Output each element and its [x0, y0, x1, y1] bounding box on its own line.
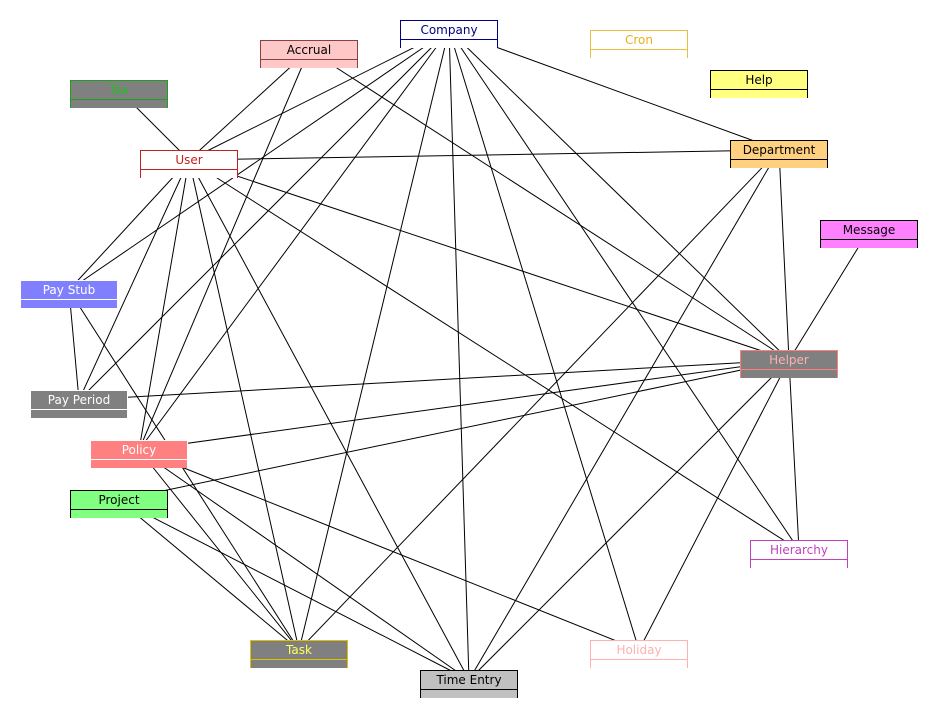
entity-label: Task — [251, 641, 347, 660]
entity-body — [261, 60, 357, 68]
edge-company-paystub — [68, 29, 450, 291]
entity-body — [591, 50, 687, 58]
edge-user-helper — [188, 159, 790, 361]
edge-policy-timeentry — [138, 449, 470, 681]
entity-body — [591, 660, 687, 668]
entity-policy[interactable]: Policy — [90, 440, 188, 468]
edge-helper-hierarchy — [788, 359, 800, 551]
edge-company-department — [448, 29, 780, 151]
entity-label: Hierarchy — [751, 541, 847, 560]
entity-label: Helper — [741, 351, 837, 370]
entity-label: Pay Stub — [21, 281, 117, 300]
entity-label: Project — [71, 491, 167, 510]
entity-help[interactable]: Help — [710, 70, 808, 98]
entity-body — [251, 660, 347, 668]
edge-company-payperiod — [78, 29, 450, 401]
edge-user-hierarchy — [188, 159, 800, 551]
entity-label: Policy — [91, 441, 187, 460]
edge-user-paystub — [68, 159, 190, 291]
edge-accrual-user — [188, 49, 310, 161]
edge-paystub-task — [68, 289, 300, 651]
entity-label: Company — [401, 21, 497, 40]
entity-hierarchy[interactable]: Hierarchy — [750, 540, 848, 568]
entity-body — [71, 510, 167, 518]
entity-cron[interactable]: Cron — [590, 30, 688, 58]
edge-user-task — [188, 159, 300, 651]
entity-body — [821, 240, 917, 248]
edge-company-task — [298, 29, 450, 651]
edge-user-payperiod — [78, 159, 190, 401]
entity-body — [21, 300, 117, 308]
entity-user[interactable]: User — [140, 150, 238, 178]
edge-accrual-policy — [138, 49, 310, 451]
entity-label: Cron — [591, 31, 687, 50]
edge-helper-timeentry — [468, 359, 790, 681]
entity-project[interactable]: Project — [70, 490, 168, 518]
edge-company-user — [188, 29, 450, 161]
entity-company[interactable]: Company — [400, 20, 498, 48]
entity-body — [71, 100, 167, 108]
edge-helper-holiday — [638, 359, 790, 651]
entity-body — [731, 160, 827, 168]
edge-user-timeentry — [188, 159, 470, 681]
entity-tax[interactable]: Tax — [70, 80, 168, 108]
entity-label: Department — [731, 141, 827, 160]
entity-department[interactable]: Department — [730, 140, 828, 168]
edge-policy-task — [138, 449, 300, 651]
edge-helper-policy — [138, 359, 790, 451]
edge-project-timeentry — [118, 499, 470, 681]
entity-paystub[interactable]: Pay Stub — [20, 280, 118, 308]
entity-label: Help — [711, 71, 807, 90]
entity-timeentry[interactable]: Time Entry — [420, 670, 518, 698]
entity-helper[interactable]: Helper — [740, 350, 838, 378]
edge-project-task — [118, 499, 300, 651]
entity-payperiod[interactable]: Pay Period — [30, 390, 128, 418]
edge-user-department — [188, 149, 780, 161]
edge-helper-payperiod — [78, 359, 790, 401]
entity-accrual[interactable]: Accrual — [260, 40, 358, 68]
entity-label: User — [141, 151, 237, 170]
entity-message[interactable]: Message — [820, 220, 918, 248]
edge-company-helper — [448, 29, 790, 361]
entity-label: Tax — [71, 81, 167, 100]
entity-holiday[interactable]: Holiday — [590, 640, 688, 668]
edge-company-hierarchy — [448, 29, 800, 551]
edge-company-timeentry — [448, 29, 470, 681]
entity-label: Holiday — [591, 641, 687, 660]
entity-body — [141, 170, 237, 178]
edge-department-timeentry — [468, 149, 780, 681]
edge-department-task — [298, 149, 780, 651]
edge-company-policy — [138, 29, 450, 451]
edge-accrual-helper — [308, 49, 790, 361]
entity-label: Accrual — [261, 41, 357, 60]
entity-body — [401, 40, 497, 48]
edge-company-holiday — [448, 29, 640, 651]
edge-user-policy — [138, 159, 190, 451]
entity-label: Pay Period — [31, 391, 127, 410]
entity-body — [421, 690, 517, 698]
entity-task[interactable]: Task — [250, 640, 348, 668]
entity-body — [751, 560, 847, 568]
entity-body — [31, 410, 127, 418]
entity-body — [741, 370, 837, 378]
edge-paystub-payperiod — [68, 289, 80, 401]
edge-helper-project — [118, 359, 790, 501]
entity-label: Time Entry — [421, 671, 517, 690]
entity-label: Message — [821, 221, 917, 240]
edge-policy-holiday — [138, 449, 640, 651]
edge-department-helper — [778, 149, 790, 361]
entity-body — [91, 460, 187, 468]
entity-body — [711, 90, 807, 98]
edge-message-helper — [788, 229, 870, 361]
